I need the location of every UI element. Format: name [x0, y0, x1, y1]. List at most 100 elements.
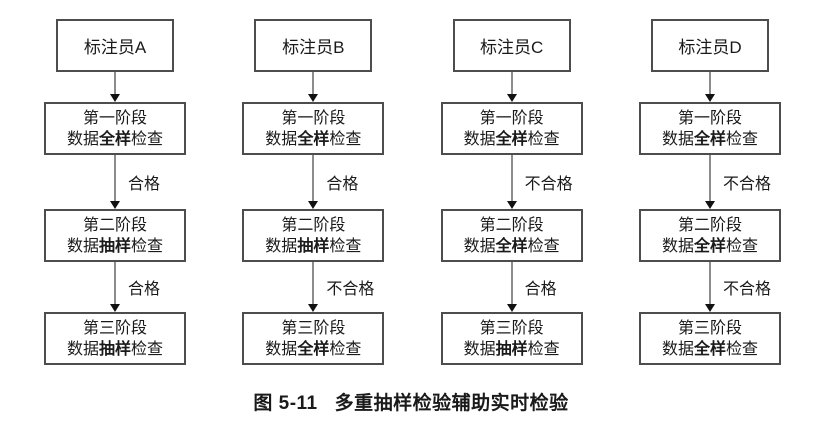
- stage-detail: 数据全样检查: [662, 339, 758, 360]
- stage-detail: 数据抽样检查: [67, 339, 163, 360]
- stage-detail-emph: 全样: [495, 237, 528, 255]
- stage-detail-emph: 全样: [693, 130, 726, 148]
- stage-detail-post: 检查: [527, 237, 560, 255]
- stage-title: 第二阶段: [82, 216, 147, 234]
- arrow-head-icon: [704, 201, 715, 209]
- stage-detail-emph: 全样: [693, 340, 726, 358]
- arrow-head-icon: [308, 94, 319, 102]
- stage-box-3: 第三阶段 数据全样检查: [242, 312, 385, 365]
- stage-box-2: 第二阶段 数据全样检查: [440, 209, 583, 262]
- stage-detail-post: 检查: [725, 237, 758, 255]
- stage-detail-pre: 数据: [463, 237, 496, 255]
- stage-detail-post: 检查: [329, 237, 362, 255]
- annotator-box: 标注员A: [56, 19, 174, 72]
- stage-detail-pre: 数据: [661, 340, 694, 358]
- figure-caption-label: 图 5-11: [253, 393, 318, 414]
- arrow-head-icon: [308, 304, 319, 312]
- stage-detail-pre: 数据: [463, 340, 496, 358]
- stage-title: 第二阶段: [677, 216, 742, 234]
- annotator-label: 标注员B: [282, 38, 345, 57]
- stage-detail-emph: 全样: [297, 130, 330, 148]
- annotator-box: 标注员D: [650, 19, 769, 72]
- stage-title: 第二阶段: [281, 216, 346, 234]
- arrow-connector: [441, 72, 583, 102]
- arrow-label: 不合格: [722, 281, 771, 298]
- arrow-head-icon: [506, 201, 517, 209]
- stage-detail-emph: 抽样: [495, 340, 528, 358]
- arrow-line: [114, 155, 116, 203]
- arrow-connector: [242, 72, 384, 102]
- stage-box-3: 第三阶段 数据全样检查: [638, 312, 781, 365]
- stage-detail: 数据全样检查: [464, 129, 560, 150]
- arrow-label: 不合格: [722, 176, 771, 193]
- arrow-connector: [639, 72, 781, 102]
- stage-detail-post: 检查: [329, 340, 362, 358]
- arrow-label: 合格: [524, 281, 557, 298]
- arrow-connector: 合格: [242, 155, 384, 209]
- stage-detail-pre: 数据: [463, 130, 496, 148]
- arrow-label: 不合格: [524, 176, 573, 193]
- stage-detail-post: 检查: [527, 130, 560, 148]
- stage-detail-post: 检查: [725, 340, 758, 358]
- arrow-line: [709, 262, 711, 306]
- stage-title: 第一阶段: [82, 109, 147, 127]
- stage-title: 第三阶段: [479, 319, 544, 337]
- flow-column-annotator-d: 标注员D 第一阶段 数据全样检查 不合格 第二阶段 数据全样检查: [638, 19, 781, 365]
- arrow-connector: 合格: [441, 262, 583, 312]
- arrow-connector: 不合格: [242, 262, 384, 312]
- arrow-head-icon: [110, 304, 120, 312]
- stage-detail-emph: 全样: [98, 130, 131, 148]
- arrow-line: [312, 155, 314, 203]
- stage-detail: 数据抽样检查: [67, 236, 163, 257]
- stage-detail-emph: 抽样: [98, 237, 131, 255]
- stage-box-1: 第一阶段 数据全样检查: [242, 102, 385, 155]
- arrow-line: [312, 262, 314, 306]
- arrow-line: [114, 262, 116, 306]
- stage-detail-pre: 数据: [66, 340, 99, 358]
- stage-detail-emph: 全样: [297, 340, 330, 358]
- stage-title: 第二阶段: [479, 216, 544, 234]
- stage-box-2: 第二阶段 数据全样检查: [638, 209, 781, 262]
- arrow-connector: 合格: [44, 262, 186, 312]
- arrow-head-icon: [308, 201, 319, 209]
- annotator-label: 标注员C: [480, 38, 544, 57]
- stage-box-2: 第二阶段 数据抽样检查: [44, 209, 186, 262]
- stage-detail-pre: 数据: [265, 237, 298, 255]
- stage-box-1: 第一阶段 数据全样检查: [638, 102, 781, 155]
- stage-box-1: 第一阶段 数据全样检查: [44, 102, 186, 155]
- stage-box-3: 第三阶段 数据抽样检查: [44, 312, 186, 365]
- stage-detail: 数据全样检查: [662, 236, 758, 257]
- flow-column-annotator-c: 标注员C 第一阶段 数据全样检查 不合格 第二阶段 数据全样检查: [440, 19, 583, 365]
- stage-title: 第三阶段: [82, 319, 147, 337]
- stage-detail-emph: 抽样: [297, 237, 330, 255]
- arrow-connector: 不合格: [639, 262, 781, 312]
- arrow-label: 合格: [128, 176, 161, 193]
- stage-detail-emph: 抽样: [98, 340, 131, 358]
- arrow-head-icon: [110, 94, 120, 102]
- arrow-label: 合格: [326, 176, 359, 193]
- stage-detail: 数据抽样检查: [464, 339, 560, 360]
- arrow-line: [312, 72, 314, 96]
- stage-detail-pre: 数据: [66, 237, 99, 255]
- arrow-head-icon: [506, 94, 517, 102]
- stage-title: 第一阶段: [479, 109, 544, 127]
- arrow-connector: 不合格: [441, 155, 583, 209]
- stage-detail-post: 检查: [131, 340, 164, 358]
- stage-detail-pre: 数据: [661, 237, 694, 255]
- stage-detail-post: 检查: [725, 130, 758, 148]
- figure-caption: 图 5-11 多重抽样检验辅助实时检验: [0, 388, 822, 415]
- stage-box-1: 第一阶段 数据全样检查: [440, 102, 583, 155]
- arrow-connector: 不合格: [639, 155, 781, 209]
- arrow-line: [511, 262, 513, 306]
- arrow-line: [114, 72, 116, 96]
- arrow-line: [709, 155, 711, 203]
- flow-column-annotator-b: 标注员B 第一阶段 数据全样检查 合格 第二阶段 数据抽样检查: [242, 19, 385, 365]
- arrow-connector: [44, 72, 186, 102]
- arrow-head-icon: [110, 201, 120, 209]
- stage-detail-post: 检查: [329, 130, 362, 148]
- stage-detail: 数据全样检查: [662, 129, 758, 150]
- stage-detail: 数据全样检查: [67, 129, 163, 150]
- annotator-box: 标注员B: [254, 19, 373, 72]
- stage-detail-emph: 全样: [495, 130, 528, 148]
- stage-box-3: 第三阶段 数据抽样检查: [440, 312, 583, 365]
